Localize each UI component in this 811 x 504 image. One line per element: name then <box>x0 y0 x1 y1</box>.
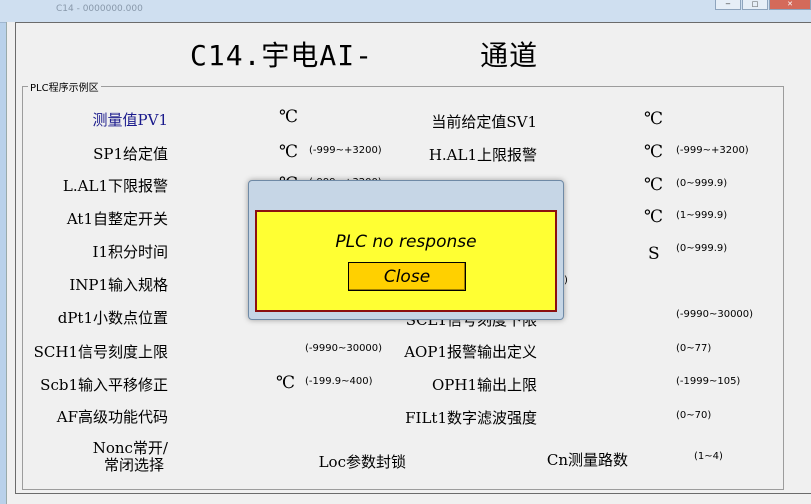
group-label: PLC程序示例区 <box>28 79 101 94</box>
label-loc: Loc参数封锁 <box>318 453 406 471</box>
range-aop1: (0~77) <box>676 343 712 354</box>
label-lal1: L.AL1下限报警 <box>62 177 168 195</box>
range-r6-fragment: ) <box>564 275 568 286</box>
range-scl1: (-9990~30000) <box>676 309 754 320</box>
range-hysteresis: (0~999.9) <box>676 178 728 189</box>
label-oph1: OPH1输出上限 <box>431 376 537 394</box>
unit-hysteresis: ℃ <box>644 175 664 195</box>
unit-r4-right: ℃ <box>644 207 664 227</box>
maximize-button[interactable]: □ <box>742 0 768 10</box>
range-sch1: (-9990~30000) <box>305 343 383 354</box>
range-hal1: (-999~+3200) <box>676 145 749 156</box>
unit-sv1: ℃ <box>644 109 664 129</box>
label-inp1: INP1输入规格 <box>69 276 168 294</box>
dialog-body: PLC no response Close <box>255 210 557 312</box>
label-at1: At1自整定开关 <box>66 210 168 228</box>
label-scb1: Scb1输入平移修正 <box>40 376 168 394</box>
range-cn: (1~4) <box>694 451 723 462</box>
minimize-button[interactable]: − <box>715 0 741 10</box>
window-titlebar: C14 - 0000000.000 − □ ✕ <box>0 0 811 23</box>
close-button[interactable]: Close <box>348 262 466 291</box>
label-sv1: 当前给定值SV1 <box>431 113 537 131</box>
range-scb1: (-199.9~400) <box>305 376 373 387</box>
label-filt1: FILt1数字滤波强度 <box>405 409 537 427</box>
unit-scb1: ℃ <box>276 373 296 393</box>
label-sp1: SP1给定值 <box>93 145 168 163</box>
close-window-button[interactable]: ✕ <box>769 0 811 10</box>
dialog-message: PLC no response <box>335 232 477 252</box>
plc-error-dialog: PLC no response Close <box>248 180 564 320</box>
unit-hal1: ℃ <box>644 142 664 162</box>
label-dpt1: dPt1小数点位置 <box>57 309 168 327</box>
plc-example-group <box>22 86 784 490</box>
unit-sp1: ℃ <box>279 142 299 162</box>
label-aop1: AOP1报警输出定义 <box>404 343 537 361</box>
unit-pv1: ℃ <box>279 107 299 127</box>
range-r4-right: (1~999.9) <box>676 210 728 221</box>
page-title: C14.宇电AI- 通道 <box>190 39 539 72</box>
label-nonc-line1: Nonc常开/ <box>92 439 168 457</box>
label-hal1: H.AL1上限报警 <box>428 146 537 164</box>
range-oph1: (-1999~105) <box>676 376 741 387</box>
label-i1: I1积分时间 <box>92 243 168 261</box>
app-frame <box>6 22 811 504</box>
label-nonc-line2: 常闭选择 <box>103 456 164 474</box>
range-sp1: (-999~+3200) <box>309 145 382 156</box>
window-title: C14 - 0000000.000 <box>56 4 143 14</box>
unit-r5-right: S <box>648 244 660 264</box>
label-pv1: 测量值PV1 <box>92 111 168 129</box>
label-sch1: SCH1信号刻度上限 <box>33 343 168 361</box>
range-r5-right: (0~999.9) <box>676 243 728 254</box>
window-controls: − □ ✕ <box>714 0 811 10</box>
label-af: AF高级功能代码 <box>56 408 168 426</box>
range-filt1: (0~70) <box>676 410 712 421</box>
label-cn: Cn测量路数 <box>546 451 628 469</box>
